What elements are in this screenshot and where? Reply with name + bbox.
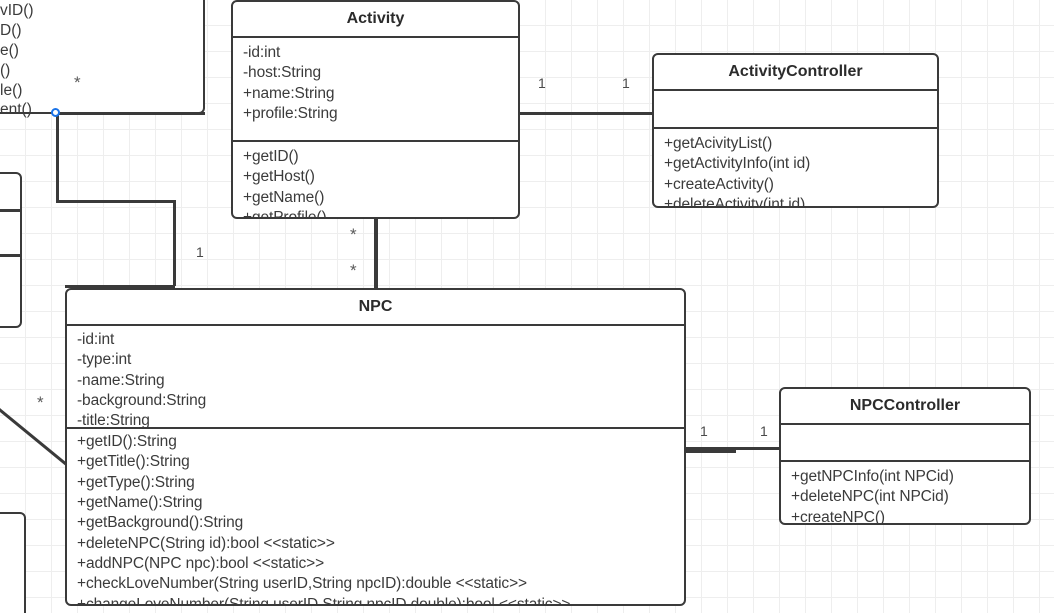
class-activitycontroller-method: +getActivityInfo(int id) xyxy=(664,155,811,173)
multiplicity-top-left-star: * xyxy=(74,73,81,92)
multiplicity-npc-top-star: * xyxy=(350,261,357,280)
class-npccontroller-title: NPCController xyxy=(781,389,1029,426)
class-activity-method: +getID() xyxy=(243,148,299,166)
class-activitycontroller-method: +createActivity() xyxy=(664,175,774,193)
multiplicity-activity-bottom-star: * xyxy=(350,225,357,244)
partial-class-top-left-method-2: e() xyxy=(0,42,19,59)
class-activity-attribute: +name:String xyxy=(243,84,335,102)
class-npc-method: +getBackground():String xyxy=(77,514,244,532)
partial-class-top-left-method-0: vID() xyxy=(0,2,34,19)
class-npc-method: +getID():String xyxy=(77,433,177,451)
connector-activity-activitycontroller[interactable] xyxy=(518,112,654,115)
multiplicity-npc-left-star: * xyxy=(37,393,44,412)
class-activitycontroller[interactable]: ActivityController +getAcivityList() +ge… xyxy=(652,53,939,208)
connector-topleft-route-h2[interactable] xyxy=(56,200,175,203)
class-activity-title: Activity xyxy=(233,2,518,39)
class-npccontroller-methods: +getNPCInfo(int NPCid) +deleteNPC(int NP… xyxy=(781,460,1029,525)
class-npc-attribute: -type:int xyxy=(77,351,132,369)
multiplicity-npccontroller-left: 1 xyxy=(760,423,768,439)
class-npc-attribute: -name:String xyxy=(77,371,165,389)
partial-class-top-left-method-3: () xyxy=(0,62,11,79)
class-npc-methods: +getID():String +getTitle():String +getT… xyxy=(67,427,684,606)
class-npc-title: NPC xyxy=(67,290,684,327)
connector-activity-npc[interactable] xyxy=(374,217,378,289)
class-activity-attributes: -id:int -host:String +name:String +profi… xyxy=(233,38,518,140)
connector-npc-npccontroller-offset[interactable] xyxy=(686,450,736,453)
partial-class-top-left[interactable] xyxy=(0,0,205,114)
class-npc-method: +checkLoveNumber(String userID,String np… xyxy=(77,575,527,593)
class-activity-attribute: +profile:String xyxy=(243,105,338,123)
partial-class-middle-left-divider-1 xyxy=(0,209,20,212)
class-npc-method: +getTitle():String xyxy=(77,453,190,471)
class-activitycontroller-title: ActivityController xyxy=(654,55,937,92)
class-npc-method: +deleteNPC(String id):bool <<static>> xyxy=(77,534,335,552)
connector-topleft-route-h3[interactable] xyxy=(65,285,175,288)
class-activity-attribute: -host:String xyxy=(243,64,322,82)
class-activity-method: +getHost() xyxy=(243,168,315,186)
multiplicity-npc-left-one: 1 xyxy=(196,244,204,260)
class-npc-attribute: -title:String xyxy=(77,412,150,430)
partial-class-top-left-method-4: le() xyxy=(0,82,23,99)
class-activitycontroller-methods: +getAcivityList() +getActivityInfo(int i… xyxy=(654,127,937,208)
partial-class-bottom-left[interactable] xyxy=(0,512,26,613)
connector-topleft-route-v2[interactable] xyxy=(173,200,176,286)
partial-class-top-left-method-5: ent() xyxy=(0,101,32,118)
partial-class-middle-left-divider-2 xyxy=(0,254,20,257)
class-npccontroller-method: +deleteNPC(int NPCid) xyxy=(791,488,949,506)
class-activitycontroller-attributes xyxy=(654,91,937,127)
multiplicity-npc-right-one: 1 xyxy=(700,423,708,439)
class-npc-method: +changeLoveNumber(String userID,String n… xyxy=(77,595,571,606)
class-npccontroller-method: +getNPCInfo(int NPCid) xyxy=(791,468,954,486)
class-activity-methods: +getID() +getHost() +getName() +getProfi… xyxy=(233,140,518,219)
connector-npc-npccontroller[interactable] xyxy=(686,447,780,450)
class-npc-method: +addNPC(NPC npc):bool <<static>> xyxy=(77,554,325,572)
class-npccontroller[interactable]: NPCController +getNPCInfo(int NPCid) +de… xyxy=(779,387,1031,525)
class-activity-method: +getProfile() xyxy=(243,209,327,219)
class-npc-attribute: -id:int xyxy=(77,331,115,349)
class-npc-attribute: -background:String xyxy=(77,392,207,410)
multiplicity-activitycontroller-left: 1 xyxy=(622,75,630,91)
class-npc-method: +getName():String xyxy=(77,494,203,512)
class-activitycontroller-method: +deleteActivity(int id) xyxy=(664,196,806,208)
class-activitycontroller-method: +getAcivityList() xyxy=(664,135,773,153)
class-npccontroller-method: +createNPC() xyxy=(791,508,885,525)
connector-topleft-route-v1[interactable] xyxy=(56,113,59,202)
class-activity-method: +getName() xyxy=(243,188,325,206)
class-activity-attribute: -id:int xyxy=(243,44,281,62)
class-npc[interactable]: NPC -id:int -type:int -name:String -back… xyxy=(65,288,686,606)
class-activity[interactable]: Activity -id:int -host:String +name:Stri… xyxy=(231,0,520,219)
class-npc-attributes: -id:int -type:int -name:String -backgrou… xyxy=(67,326,684,429)
multiplicity-activity-right: 1 xyxy=(538,75,546,91)
partial-class-middle-left[interactable] xyxy=(0,172,22,328)
connector-endpoint-circle[interactable] xyxy=(51,108,60,117)
class-npccontroller-attributes xyxy=(781,425,1029,460)
partial-class-top-left-method-1: D() xyxy=(0,22,22,39)
class-npc-method: +getType():String xyxy=(77,473,195,491)
